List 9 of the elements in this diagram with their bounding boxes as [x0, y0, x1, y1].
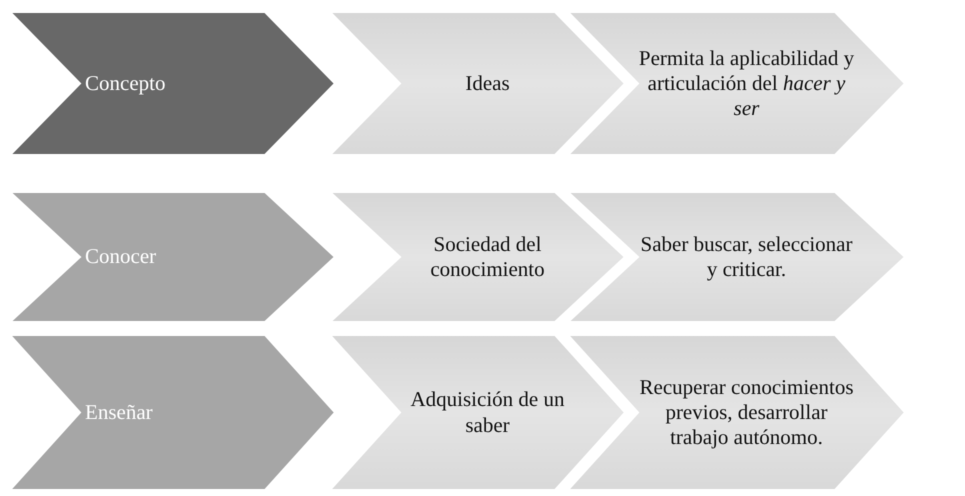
chevron-label: Ideas: [465, 70, 510, 96]
chevron-label: Enseñar: [85, 400, 153, 426]
chevron-label: Saber buscar, seleccionar y criticar.: [640, 232, 854, 282]
chevron-label: Recuperar conocimientos previos, desarrollar trabajo autónomo.: [638, 374, 854, 450]
chevron-label: Concepto: [85, 70, 166, 96]
chevron-label: Sociedad del conocimiento: [429, 232, 546, 282]
chevron-label: Conocer: [85, 244, 156, 270]
chevron-label: Adquisición de un saber: [410, 387, 566, 438]
chevron-label: Permita la aplicabilidad y articulación del hacer y ser: [638, 46, 855, 122]
